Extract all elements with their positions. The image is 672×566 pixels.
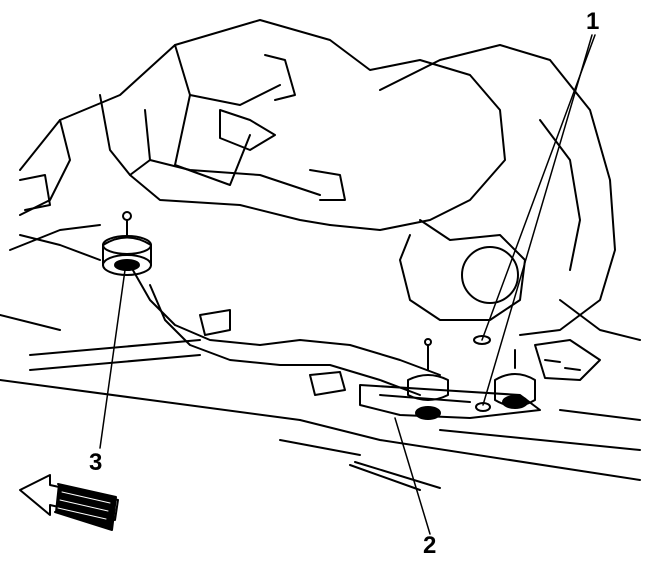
left-engine-mount: [102, 211, 152, 276]
callout-2: 2: [423, 532, 437, 559]
right-mount: [473, 335, 536, 412]
callout-3: 3: [89, 449, 103, 476]
floor-pan-structure: [9, 19, 506, 251]
transaxle-outline: [379, 44, 641, 381]
floor-rails: [0, 234, 641, 491]
engine-cradle: [129, 264, 541, 419]
center-mount: [407, 338, 449, 420]
callout-1: 1: [586, 8, 600, 35]
front-arrow-icon: [19, 474, 119, 531]
leader-lines: [99, 34, 596, 535]
